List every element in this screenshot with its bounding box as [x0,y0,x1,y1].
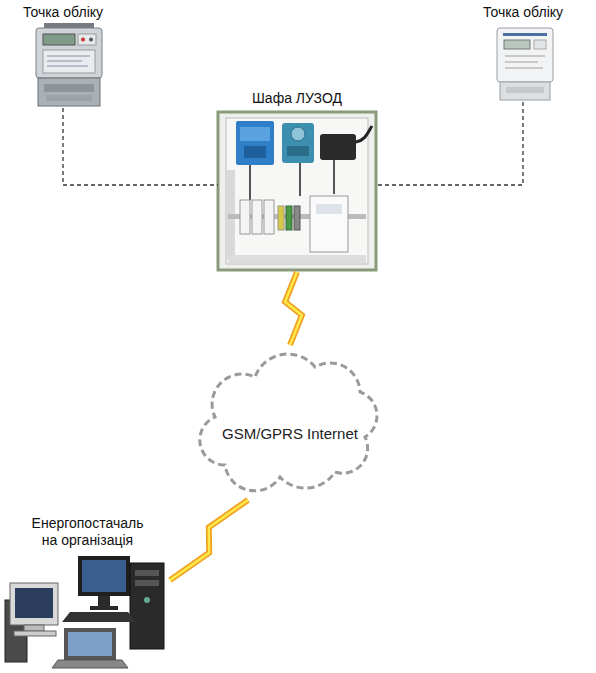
computers-illustration [5,556,164,668]
bolt-highlight [170,500,248,580]
cabinet-illustration [218,112,376,270]
wired-link [376,102,523,185]
meter-illustration [36,23,102,106]
node-label: GSM/GPRS Internet [222,403,358,442]
node-label: Точка обліку [23,4,103,21]
cloud-node: GSM/GPRS Internet [185,345,395,500]
wireless-link [170,500,248,580]
node-label: Шафа ЛУЗОД [252,90,342,107]
cabinet-node: Шафа ЛУЗОД [218,90,376,272]
wireless-link [285,272,302,345]
meter-illustration [497,28,553,100]
node-label: Енергопостачаль на організація [26,515,150,549]
wired-link [63,108,218,185]
organization-node: Енергопостачаль на організація [5,515,170,670]
meter-node: Точка обліку [10,4,116,108]
bolt-highlight [285,272,302,345]
meter-node: Точка обліку [468,4,578,102]
node-label: Точка обліку [483,4,563,21]
cloud-outline [185,345,395,500]
